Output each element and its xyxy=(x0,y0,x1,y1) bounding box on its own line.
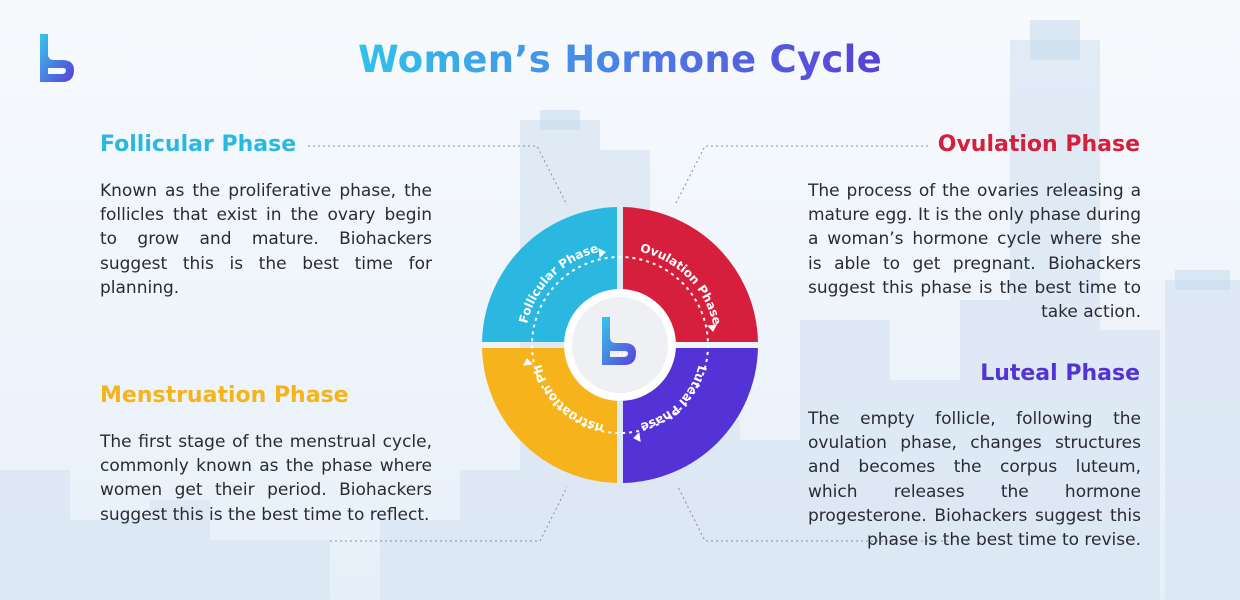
ovulation-heading: Ovulation Phase xyxy=(937,132,1140,157)
connector-follicular xyxy=(308,145,568,206)
luteal-description: The empty follicle, following the ovulat… xyxy=(808,409,1141,551)
menstruation-description: The first stage of the menstrual cycle, … xyxy=(100,432,432,525)
brand-logo-icon xyxy=(40,34,74,82)
cycle-wheel: Follicular Phase Ovulation Phase Luteal … xyxy=(470,195,758,483)
menstruation-heading: Menstruation Phase xyxy=(100,383,349,408)
follicular-description: Known as the proliferative phase, the fo… xyxy=(100,181,432,298)
arrow-follicular-icon xyxy=(598,248,606,258)
center-logo-icon xyxy=(602,317,636,365)
follicular-heading: Follicular Phase xyxy=(100,132,297,157)
page-title: Women’s Hormone Cycle xyxy=(357,38,883,81)
connector-menstruation xyxy=(330,486,568,542)
arrow-luteal-icon xyxy=(633,432,641,443)
cycle-dotted-ring xyxy=(531,256,709,434)
arrow-ovulation-icon xyxy=(707,324,718,332)
luteal-heading: Luteal Phase xyxy=(980,361,1140,386)
arrow-menstruation-icon xyxy=(522,358,533,366)
ovulation-description: The process of the ovaries releasing a m… xyxy=(808,181,1141,323)
